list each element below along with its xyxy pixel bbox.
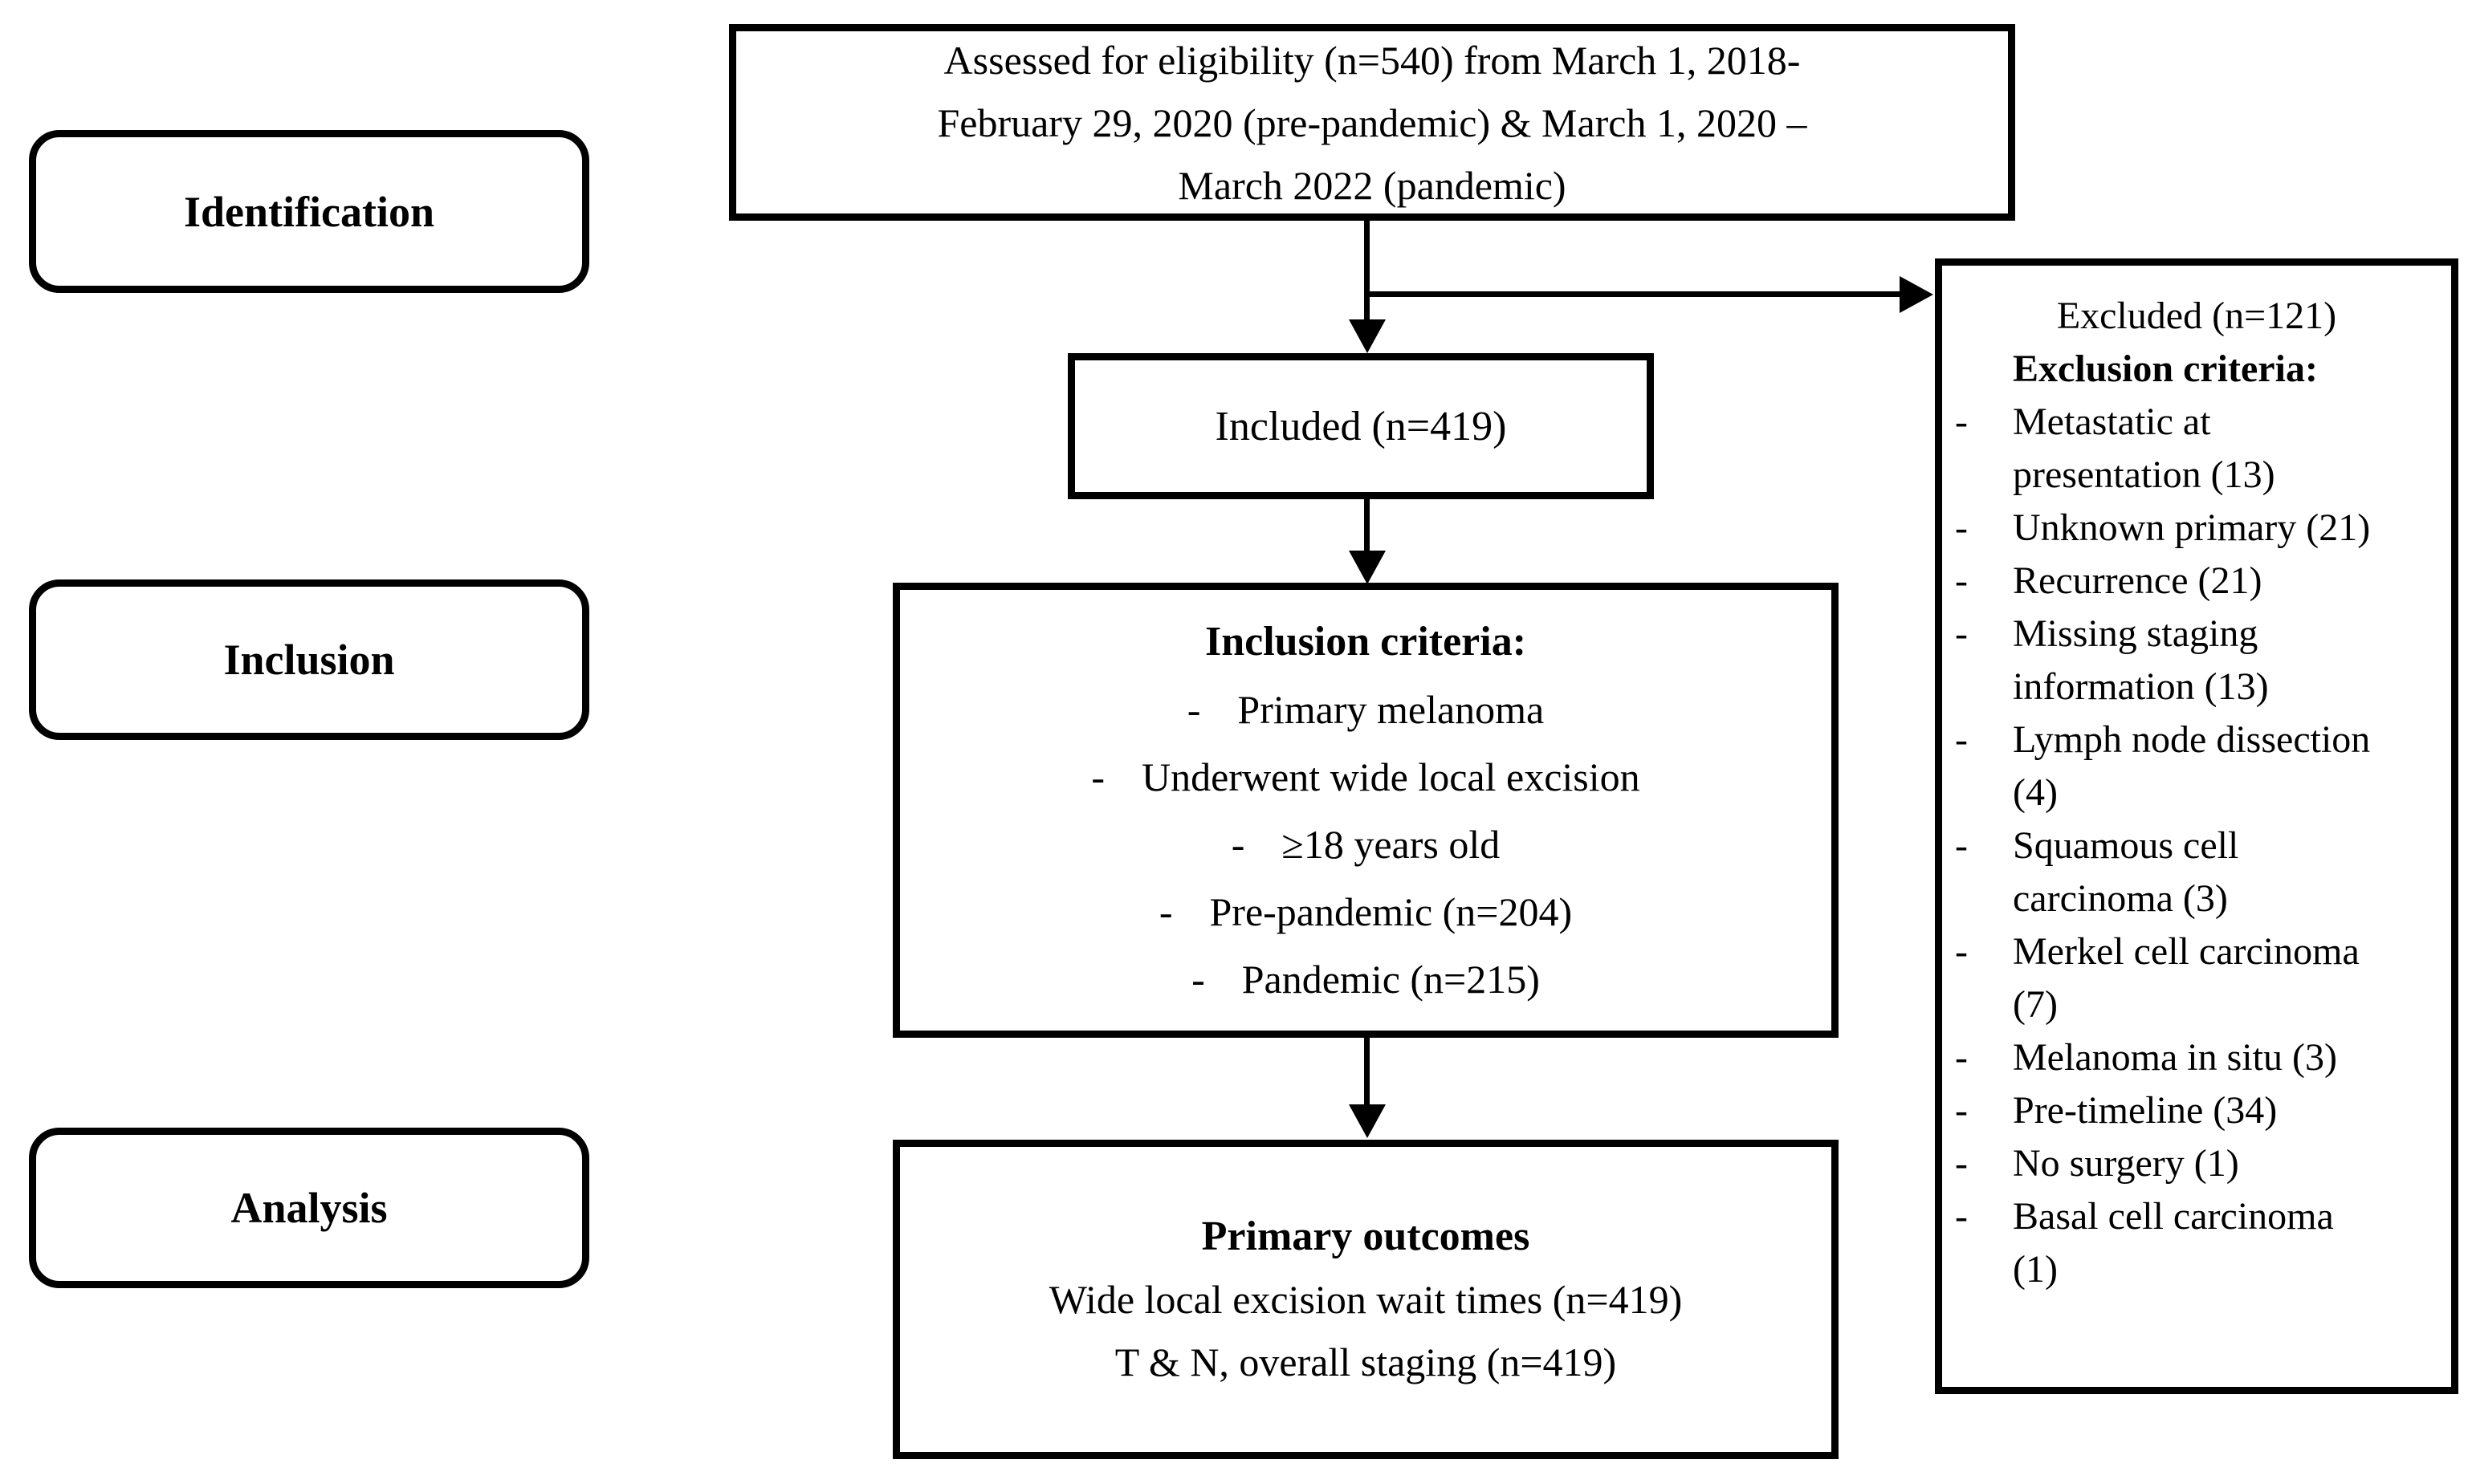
exclusion-item-line: (7) <box>2013 983 2058 1026</box>
inclusion-criteria-item-text: ≥18 years old <box>1281 821 1501 867</box>
bullet-dash: - <box>1955 612 1968 655</box>
connector-included-to-criteria-arrowhead <box>1349 551 1386 584</box>
exclusion-item: - Basal cell carcinoma (1) <box>1955 1190 2438 1296</box>
exclusion-item-line: Pre-timeline (34) <box>2013 1089 2278 1132</box>
inclusion-criteria-item-text: Primary melanoma <box>1237 686 1545 732</box>
stage-box-identification: Identification <box>29 130 589 293</box>
primary-outcomes-box: Primary outcomes Wide local excision wai… <box>893 1140 1839 1459</box>
exclusion-item-line: Melanoma in situ (3) <box>2013 1036 2337 1079</box>
assessed-line-3: March 2022 (pandemic) <box>1178 162 1566 208</box>
inclusion-criteria-item-text: Pre-pandemic (n=204) <box>1209 888 1573 934</box>
exclusion-item-line: Lymph node dissection <box>2013 718 2371 761</box>
bullet-dash: - <box>1955 506 1968 549</box>
exclusion-item-line: presentation (13) <box>2013 453 2275 496</box>
exclusion-item-line: Metastatic at <box>2013 400 2211 443</box>
exclusion-item-line: No surgery (1) <box>2013 1142 2239 1185</box>
exclusion-item-line: (4) <box>2013 771 2058 814</box>
exclusion-criteria-subtitle: Exclusion criteria: <box>2013 348 2318 390</box>
excluded-box: Excluded (n=121) Exclusion criteria: - M… <box>1935 258 2458 1394</box>
exclusion-item: - Squamous cell carcinoma (3) <box>1955 819 2438 925</box>
inclusion-criteria-item-text: Underwent wide local excision <box>1142 754 1640 799</box>
inclusion-criteria-item: - Pre-pandemic (n=204) <box>1159 878 1572 945</box>
inclusion-criteria-item: - Pandemic (n=215) <box>1191 945 1540 1013</box>
connector-criteria-to-outcomes-arrowhead <box>1349 1104 1386 1138</box>
exclusion-item-line: information (13) <box>2013 665 2269 708</box>
bullet-dash: - <box>1191 956 1205 1002</box>
included-box: Included (n=419) <box>1068 353 1654 499</box>
bullet-dash: - <box>1955 1195 1968 1238</box>
inclusion-criteria-item: - ≥18 years old <box>1232 811 1500 878</box>
connector-criteria-to-outcomes-line <box>1364 1038 1370 1108</box>
stage-label-inclusion: Inclusion <box>223 636 395 684</box>
bullet-dash: - <box>1955 1142 1968 1185</box>
exclusion-item-line: Merkel cell carcinoma <box>2013 930 2360 973</box>
exclusion-item: - Merkel cell carcinoma (7) <box>1955 925 2438 1031</box>
exclusion-item-line: (1) <box>2013 1248 2058 1291</box>
exclusion-item-line: Basal cell carcinoma <box>2013 1195 2334 1238</box>
inclusion-criteria-item-text: Pandemic (n=215) <box>1241 956 1540 1002</box>
bullet-dash: - <box>1955 930 1968 973</box>
exclusion-item: - Recurrence (21) <box>1955 555 2438 608</box>
excluded-title: Excluded (n=121) <box>2056 295 2337 337</box>
assessed-box: Assessed for eligibility (n=540) from Ma… <box>729 24 2015 221</box>
stage-box-inclusion: Inclusion <box>29 579 589 740</box>
bullet-dash: - <box>1955 1089 1968 1132</box>
exclusion-item: - No surgery (1) <box>1955 1137 2438 1190</box>
primary-outcomes-line-2: T & N, overall staging (n=419) <box>1114 1340 1617 1384</box>
stage-label-analysis: Analysis <box>230 1184 388 1232</box>
primary-outcomes-line-1: Wide local excision wait times (n=419) <box>1049 1277 1683 1322</box>
exclusion-item: - Lymph node dissection (4) <box>1955 714 2438 819</box>
connector-included-to-criteria-line <box>1364 499 1370 554</box>
included-label: Included (n=419) <box>1215 403 1507 449</box>
connector-assessed-to-included-arrowhead <box>1349 319 1386 353</box>
exclusion-item: - Pre-timeline (34) <box>1955 1084 2438 1137</box>
exclusion-item-line: carcinoma (3) <box>2013 877 2228 920</box>
exclusion-item: - Metastatic at presentation (13) <box>1955 396 2438 502</box>
assessed-line-1: Assessed for eligibility (n=540) from Ma… <box>943 37 1801 83</box>
bullet-dash: - <box>1955 400 1968 443</box>
primary-outcomes-title: Primary outcomes <box>1201 1214 1530 1259</box>
inclusion-criteria-title: Inclusion criteria: <box>1204 618 1527 665</box>
exclusion-item: - Missing staging information (13) <box>1955 608 2438 714</box>
exclusion-item: - Unknown primary (21) <box>1955 502 2438 555</box>
connector-assessed-to-included-line <box>1364 221 1370 321</box>
inclusion-criteria-box: Inclusion criteria: - Primary melanoma -… <box>893 583 1839 1038</box>
exclusion-item-line: Recurrence (21) <box>2013 559 2262 602</box>
exclusion-item: - Melanoma in situ (3) <box>1955 1031 2438 1084</box>
assessed-line-2: February 29, 2020 (pre-pandemic) & March… <box>937 100 1807 145</box>
stage-label-identification: Identification <box>183 187 434 236</box>
inclusion-criteria-item: - Primary melanoma <box>1187 676 1545 743</box>
inclusion-criteria-item: - Underwent wide local excision <box>1091 743 1639 811</box>
connector-branch-to-excluded-line <box>1364 291 1903 297</box>
bullet-dash: - <box>1231 821 1245 867</box>
bullet-dash: - <box>1955 559 1968 602</box>
bullet-dash: - <box>1159 888 1173 934</box>
stage-box-analysis: Analysis <box>29 1128 589 1288</box>
bullet-dash: - <box>1187 686 1201 732</box>
bullet-dash: - <box>1091 754 1105 799</box>
exclusion-item-line: Unknown primary (21) <box>2013 506 2371 549</box>
bullet-dash: - <box>1955 718 1968 761</box>
connector-branch-to-excluded-arrowhead <box>1900 276 1933 313</box>
exclusion-item-line: Squamous cell <box>2013 824 2239 867</box>
exclusion-item-line: Missing staging <box>2013 612 2258 655</box>
bullet-dash: - <box>1955 824 1968 867</box>
bullet-dash: - <box>1955 1036 1968 1079</box>
